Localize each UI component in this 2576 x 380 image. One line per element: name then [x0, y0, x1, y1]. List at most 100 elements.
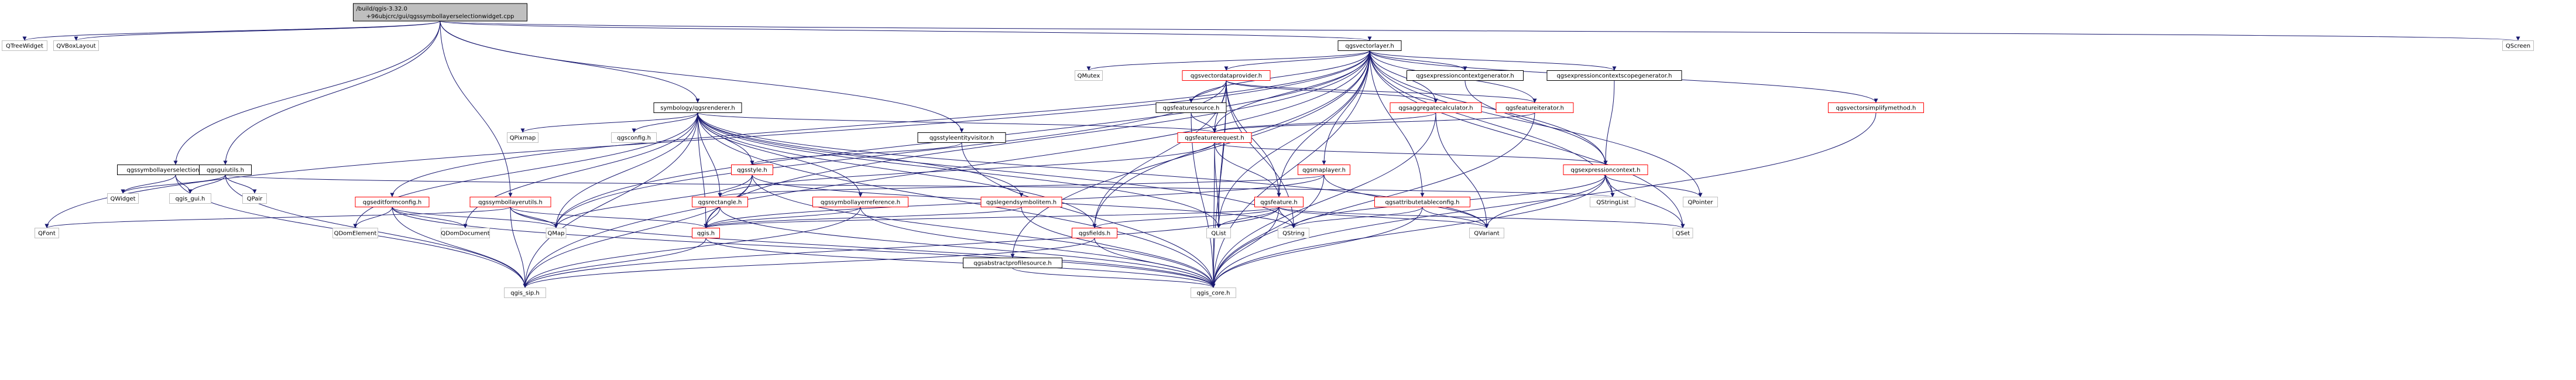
node-box [1390, 102, 1482, 113]
node-box [441, 228, 490, 238]
edge-symbology-qgsrenderer-to-qstring [697, 112, 1296, 228]
node-label: qgsabstractprofilesource.h [973, 261, 1051, 267]
node-qgsvectordataprovider[interactable]: qgsvectordataprovider.h [1182, 70, 1271, 81]
edge-qgssymbollayerreference-to-qgis [704, 207, 861, 228]
node-qvboxlayout: QVBoxLayout [53, 40, 99, 51]
node-qgis[interactable]: qgis.h [692, 228, 720, 238]
edge-qgsvectorlayer-to-qgsaggregatecalculator [1369, 50, 1438, 103]
node-label: qgsfeaturesource.h [1163, 105, 1220, 112]
edge-qgsmaplayer-to-qgsrectangle [718, 174, 1325, 197]
node-qgsabstractprofilesource[interactable]: qgsabstractprofilesource.h [963, 258, 1062, 268]
node-qgsmaplayer[interactable]: qgsmaplayer.h [1298, 165, 1350, 175]
node-label: qgsguiutils.h [207, 167, 244, 174]
edge-qgssymbollayerselectionwidget-to-qwidget [121, 174, 176, 194]
node-layer: /build/qgis-3.32.0+96ubjcrc/gui/qgssymbo… [2, 3, 2534, 298]
node-qgsstyle[interactable]: qgsstyle.h [731, 165, 773, 175]
node-box [469, 197, 551, 207]
node-qgsexpressioncontext[interactable]: qgsexpressioncontext.h [1563, 165, 1648, 175]
edge-qgsfeature-to-qlist [1216, 207, 1280, 228]
node-label: qgssymbollayerselectionwidget.h [126, 167, 224, 174]
edge-qgssymbollayerreference-to-qgis-sip [523, 207, 861, 288]
edge-qgsvectorlayer-to-qgsexpressioncontextgenerator [1369, 50, 1467, 71]
edge-qgseditformconfig-to-qdomdocument [392, 207, 468, 228]
node-qgsvectorlayer[interactable]: qgsvectorlayer.h [1337, 40, 1402, 51]
edge-root-to-qtreewidget [22, 20, 441, 41]
edge-root-to-qgsvectorlayer [440, 20, 1371, 41]
node-box [1495, 102, 1574, 113]
node-qgsguiutils[interactable]: qgsguiutils.h [199, 165, 252, 175]
node-qgsstyleentityvisitor[interactable]: qgsstyleentityvisitor.h [917, 132, 1006, 143]
edge-symbology-qgsrenderer-to-qgis [697, 112, 708, 228]
node-box [1672, 228, 1693, 238]
node-qgsfeatureiterator[interactable]: qgsfeatureiterator.h [1495, 102, 1574, 113]
edge-symbology-qgsrenderer-to-qgsfeaturerequest [697, 112, 1217, 133]
edge-qgslegendsymbolitem-to-qgis [704, 207, 1022, 228]
node-box [1182, 70, 1271, 81]
node-box [1191, 287, 1236, 298]
edge-qgssymbollayerutils-to-qgis-core [510, 207, 1216, 288]
edge-symbology-qgsrenderer-to-qgsconfig [632, 112, 698, 133]
node-label: +96ubjcrc/gui/qgssymbollayerselectionwid… [366, 13, 514, 20]
node-label: QDomDocument [441, 231, 489, 237]
node-qpair: QPair [242, 193, 267, 204]
node-label: qgis_core.h [1197, 290, 1230, 297]
edge-qgis-to-qgis-sip [523, 238, 706, 288]
edge-qgsstyle-to-qgis-sip [523, 174, 753, 288]
edge-symbology-qgsrenderer-to-qgsrectangle [697, 112, 722, 197]
node-label: QStringList [1596, 200, 1628, 206]
node-qgsattributetableconfig[interactable]: qgsattributetableconfig.h [1374, 197, 1470, 207]
node-box [1155, 102, 1227, 113]
node-box [1254, 197, 1304, 207]
node-label: qgsfeaturerequest.h [1185, 135, 1244, 142]
node-qgsaggregatecalculator[interactable]: qgsaggregatecalculator.h [1390, 102, 1482, 113]
node-qgsfields[interactable]: qgsfields.h [1072, 228, 1117, 238]
node-box [980, 197, 1062, 207]
edge-qgsattributetableconfig-to-qgis-core [1211, 207, 1423, 288]
edge-qgseditformconfig-to-qgis-sip [392, 207, 527, 288]
node-box [692, 197, 748, 207]
edge-qgsvectorlayer-to-qgsmaplayer [1322, 50, 1370, 165]
node-label: qgsfields.h [1079, 231, 1110, 237]
node-box [1683, 197, 1718, 207]
node-box [242, 193, 267, 204]
node-qgsexpressioncontextgenerator[interactable]: qgsexpressioncontextgenerator.h [1407, 70, 1524, 81]
node-label: qgsexpressioncontextscopegenerator.h [1557, 73, 1672, 80]
node-qstringlist: QStringList [1590, 197, 1635, 207]
node-box [169, 193, 211, 204]
node-qgsexpressioncontextscopegenerator[interactable]: qgsexpressioncontextscopegenerator.h [1546, 70, 1682, 81]
node-label: qgis_gui.h [176, 196, 205, 203]
node-qgssymbollayerutils[interactable]: qgssymbollayerutils.h [469, 197, 551, 207]
node-qgsvectorsimplifymethod[interactable]: qgsvectorsimplifymethod.h [1828, 102, 1924, 113]
edge-qgsfeature-to-qgis [704, 207, 1280, 228]
edge-qgsaggregatecalculator-to-qgsfeaturerequest [1212, 112, 1436, 133]
node-box [653, 102, 742, 113]
edge-qgsfeature-to-qgis-core [1211, 207, 1280, 288]
node-qgsfeature[interactable]: qgsfeature.h [1254, 197, 1304, 207]
edge-qgsguiutils-to-qstringlist [225, 174, 1614, 197]
node-qlist: QList [1206, 228, 1231, 238]
node-label: QFont [38, 231, 56, 237]
edge-qgsfields-to-qgis-core [1094, 238, 1216, 288]
edge-symbology-qgsrenderer-to-qpixmap [520, 112, 698, 133]
node-label: QPointer [1688, 200, 1714, 206]
node-qgseditformconfig[interactable]: qgseditformconfig.h [355, 197, 430, 207]
node-qmutex: QMutex [1075, 70, 1103, 81]
node-box [1407, 70, 1524, 81]
edge-qgsexpressioncontext-to-qgis-core [1211, 174, 1606, 288]
node-qgsfeaturesource[interactable]: qgsfeaturesource.h [1155, 102, 1227, 113]
node-label: qgseditformconfig.h [363, 200, 422, 206]
node-qgsrectangle[interactable]: qgsrectangle.h [692, 197, 748, 207]
node-qgssymbollayerreference[interactable]: qgssymbollayerreference.h [812, 197, 908, 207]
node-qfont: QFont [35, 228, 59, 238]
edge-symbology-qgsrenderer-to-qgslegendsymbolitem [697, 112, 1024, 197]
edge-symbology-qgsrenderer-to-qdomdocument [463, 112, 698, 228]
node-symbology-qgsrenderer[interactable]: symbology/qgsrenderer.h [653, 102, 742, 113]
node-box [1072, 228, 1117, 238]
node-label: QString [1282, 231, 1305, 237]
node-box [504, 287, 546, 298]
node-label: qgsvectorsimplifymethod.h [1836, 105, 1916, 112]
node-qgsfeaturerequest[interactable]: qgsfeaturerequest.h [1177, 132, 1252, 143]
node-qgslegendsymbolitem[interactable]: qgslegendsymbolitem.h [980, 197, 1062, 207]
node-root[interactable]: /build/qgis-3.32.0+96ubjcrc/gui/qgssymbo… [353, 3, 527, 22]
